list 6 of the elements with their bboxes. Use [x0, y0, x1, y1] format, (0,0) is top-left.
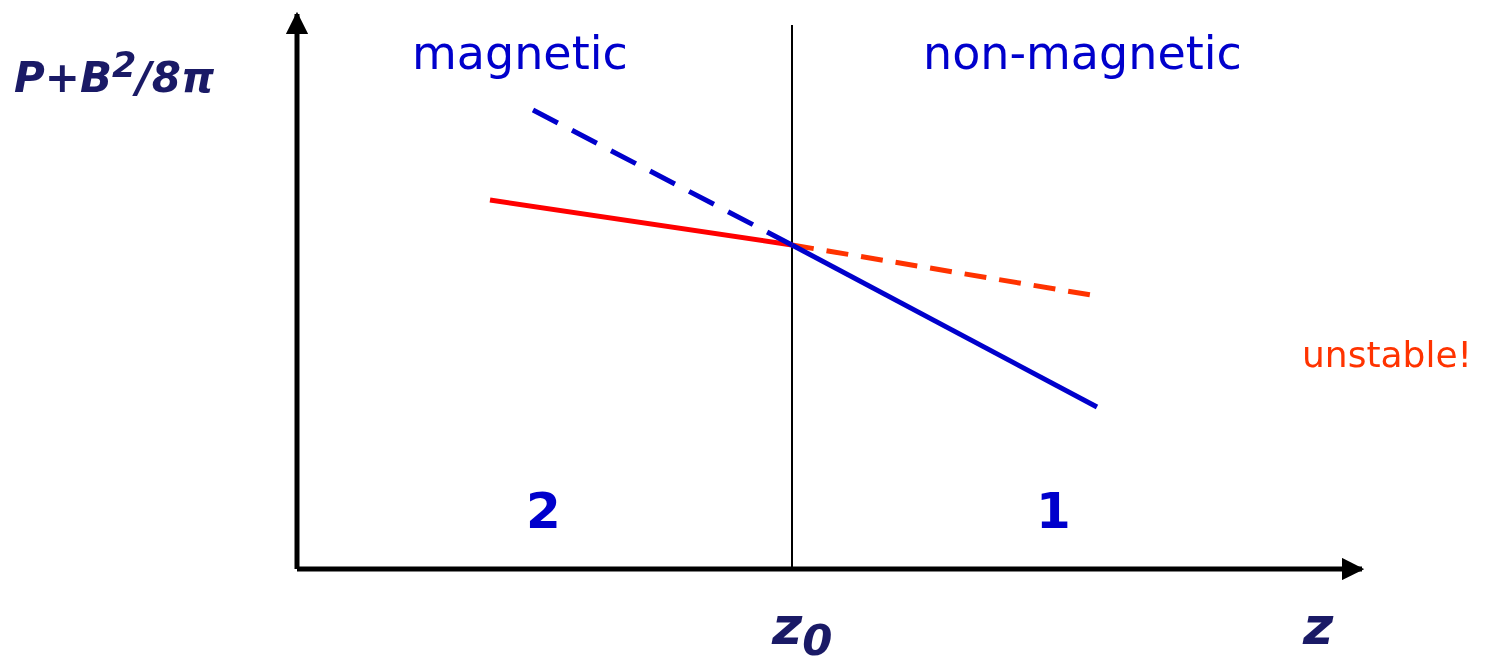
axis-label: P+B$^{2}$/8π [14, 48, 215, 99]
axis-label: z$_{0}$ [772, 600, 833, 657]
region-number: 1 [1036, 486, 1071, 536]
axis-label: z [1303, 600, 1334, 652]
region-number: 2 [526, 486, 561, 536]
annotation: unstable! [1302, 337, 1472, 373]
